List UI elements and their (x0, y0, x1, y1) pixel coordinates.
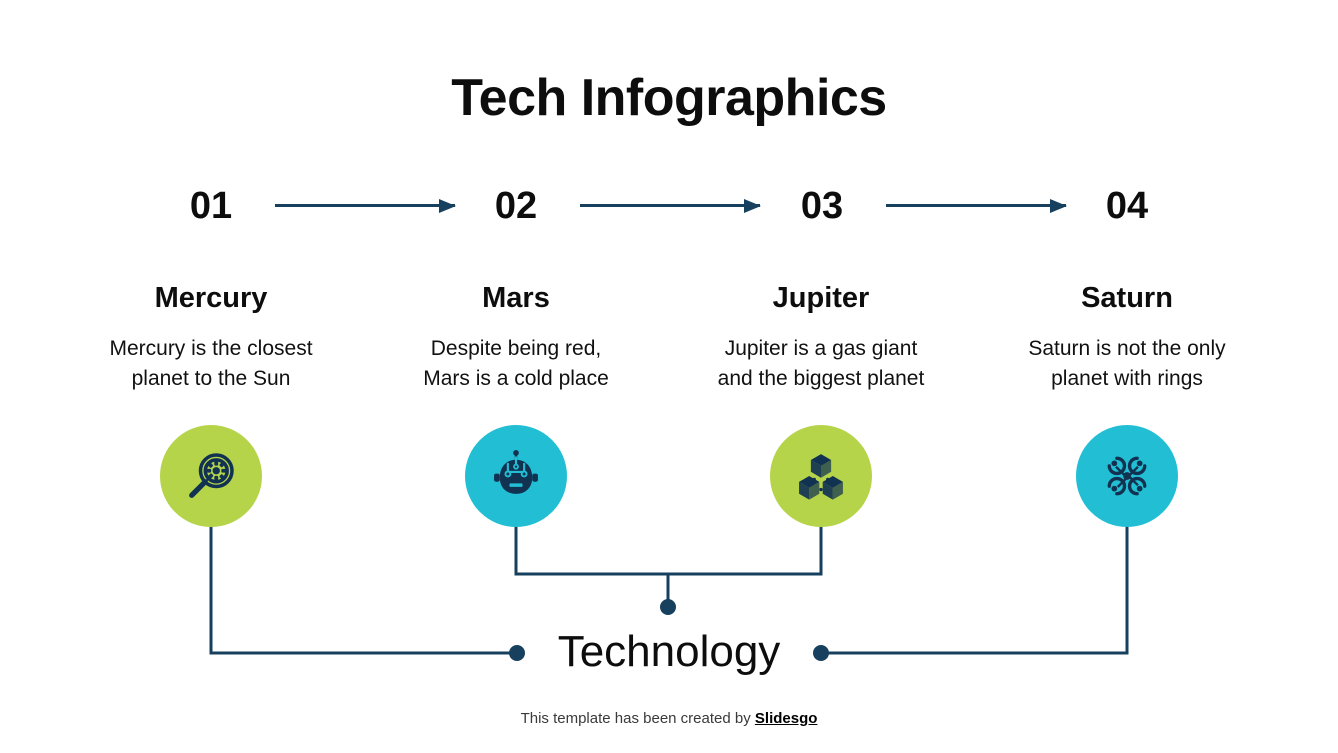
icon-circle-saturn[interactable] (1076, 425, 1178, 527)
slidesgo-link[interactable]: Slidesgo (754, 710, 818, 727)
blockchain-cubes-icon (799, 454, 843, 500)
arrow-head (1050, 199, 1067, 213)
footer-prefix: This template has been created by (520, 710, 755, 727)
step-heading-jupiter: Jupiter (772, 282, 870, 314)
arrow-shaft (275, 204, 455, 207)
step-number-04: 04 (1105, 185, 1149, 227)
icon-circle-mercury[interactable] (160, 425, 262, 527)
connector-bracket-mars-jupiter (514, 520, 823, 576)
arrow-right-icon-01-to-02 (275, 199, 456, 213)
step-numbers-row: 01 02 03 04 (0, 175, 1338, 237)
step-number-02: 02 (494, 185, 538, 227)
drone-icon (1107, 456, 1147, 496)
step-body-saturn: Saturn is not the only planet with rings (1028, 337, 1226, 391)
connector-node-center (660, 599, 676, 615)
step-body-mars: Despite being red, Mars is a cold place (423, 337, 609, 391)
step-heading-saturn: Saturn (1081, 282, 1173, 314)
arrow-shaft (886, 204, 1066, 207)
arrow-head (439, 199, 456, 213)
center-label-technology: Technology (557, 627, 781, 676)
step-heading-mars: Mars (482, 282, 550, 314)
arrow-shaft (580, 204, 760, 207)
footer-credit: This template has been created by Slides… (0, 710, 1338, 727)
step-heading-mercury: Mercury (154, 282, 268, 314)
step-body-mercury: Mercury is the closest planet to the Sun (109, 337, 313, 391)
icon-circle-jupiter[interactable] (770, 425, 872, 527)
magnifier-gear-icon (189, 453, 234, 498)
icon-circle-mars[interactable] (465, 425, 567, 527)
step-body-jupiter: Jupiter is a gas giant and the biggest p… (717, 337, 925, 391)
arrow-head (744, 199, 761, 213)
robot-head-icon (494, 450, 538, 494)
step-number-03: 03 (800, 185, 844, 227)
page-title: Tech Infographics (451, 69, 887, 127)
step-number-01: 01 (189, 185, 233, 227)
arrow-right-icon-02-to-03 (580, 199, 761, 213)
arrow-right-icon-03-to-04 (886, 199, 1067, 213)
